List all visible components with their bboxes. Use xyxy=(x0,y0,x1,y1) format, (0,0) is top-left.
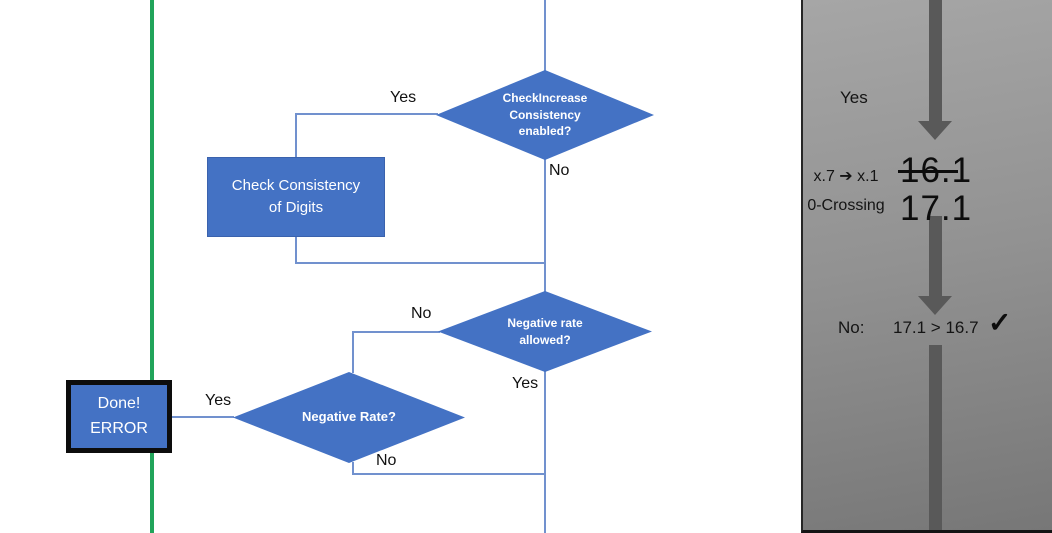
connector-yes-mid-vertical xyxy=(544,371,546,533)
zero-crossing-note-line2: 0-Crossing xyxy=(807,197,885,214)
down-arrow-1-shaft xyxy=(929,0,942,121)
edge-label-no-top: No xyxy=(549,162,570,179)
terminal-done-line1: Done! xyxy=(97,394,141,412)
process-check-consistency-of-digits: Check Consistency of Digits xyxy=(207,157,385,237)
decision-check-increase-line1: CheckIncrease xyxy=(502,90,588,105)
terminal-done-error: Done! ERROR xyxy=(66,380,172,453)
edge-label-yes-done: Yes xyxy=(205,392,232,409)
connector-no-bottom-horizontal xyxy=(352,473,546,475)
decision-negative-rate-allowed-line1: Negative rate xyxy=(507,315,583,330)
result-prefix: No: xyxy=(838,318,865,337)
process-check-consistency-line1: Check Consistency xyxy=(231,176,361,194)
process-check-consistency-line2: of Digits xyxy=(268,199,324,216)
edge-label-no-bottom: No xyxy=(376,452,397,469)
example-panel xyxy=(801,0,1052,533)
terminal-done-line2: ERROR xyxy=(90,419,148,437)
decision-negative-rate: Negative Rate? xyxy=(233,372,465,463)
connector-yes-top-vertical xyxy=(295,113,297,158)
decision-check-increase-line2: Consistency xyxy=(509,107,581,122)
zero-crossing-note: x.7 ➔ x.1 0-Crossing xyxy=(803,162,889,220)
connector-process-down xyxy=(295,234,297,264)
check-mark-icon: ✓ xyxy=(988,307,1012,338)
new-value: 17.1 xyxy=(900,189,973,228)
decision-negative-rate-label: Negative Rate? xyxy=(302,409,396,425)
connector-no-top-vertical xyxy=(544,159,546,292)
connector-no-bottom-vertical xyxy=(352,462,354,475)
connector-no-mid-vertical xyxy=(352,331,354,373)
edge-label-no-mid: No xyxy=(411,305,432,322)
old-value-text: 16.1 xyxy=(897,151,973,190)
connector-top-feed xyxy=(544,0,546,71)
decision-check-increase-consistency: CheckIncrease Consistency enabled? xyxy=(436,70,654,160)
connector-yes-top-horizontal xyxy=(295,113,438,115)
connector-done-horizontal xyxy=(172,416,234,418)
edge-label-yes-top: Yes xyxy=(390,89,417,106)
zero-crossing-note-line1: x.7 ➔ x.1 xyxy=(813,168,879,185)
decision-check-increase-line3: enabled? xyxy=(518,124,572,139)
panel-yes-label: Yes xyxy=(840,88,868,107)
green-guide-line xyxy=(150,0,154,533)
connector-no-mid-horizontal xyxy=(352,331,440,333)
down-arrow-2-head xyxy=(918,296,952,315)
down-arrow-2-shaft xyxy=(929,216,942,296)
down-arrow-1-head xyxy=(918,121,952,140)
result-comparison: 17.1 > 16.7 xyxy=(893,318,979,337)
connector-process-merge xyxy=(295,262,545,264)
down-arrow-3-shaft xyxy=(929,345,942,530)
decision-negative-rate-allowed-line2: allowed? xyxy=(519,332,571,347)
old-value-struck: 16.1 xyxy=(897,151,973,190)
edge-label-yes-mid: Yes xyxy=(512,375,539,392)
decision-negative-rate-allowed: Negative rate allowed? xyxy=(438,291,652,372)
